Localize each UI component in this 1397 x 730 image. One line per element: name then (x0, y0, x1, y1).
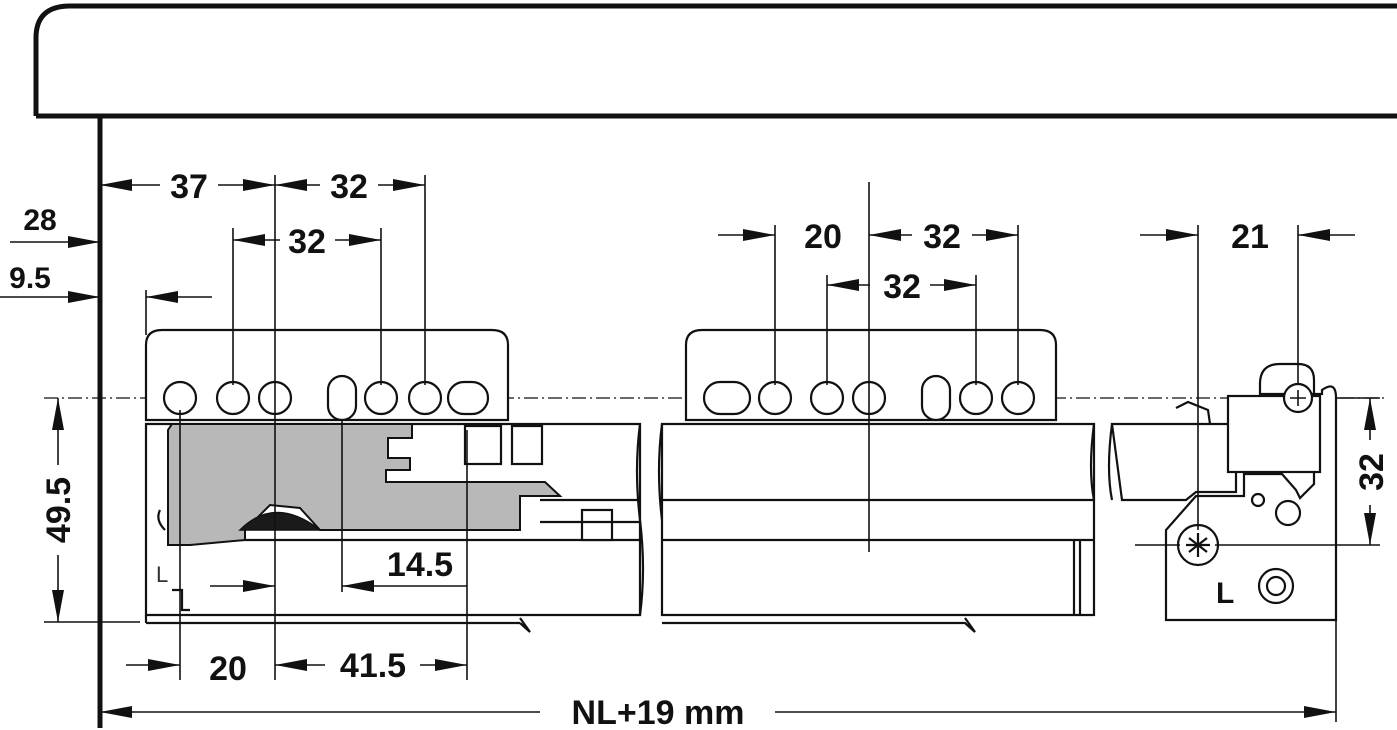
middle-hole (958, 380, 994, 416)
lock-clip (463, 424, 503, 466)
middle-hole (809, 380, 845, 416)
rear-small-hole (1250, 492, 1266, 508)
runner-lower-step (1072, 540, 1082, 615)
front-slot-hole (446, 380, 490, 416)
dimension-lines (52, 179, 1376, 718)
middle-hole (1000, 380, 1036, 416)
dim-41-5: 41.5 (340, 647, 406, 685)
rear-screw-cross (1186, 533, 1210, 557)
dim-overall-length: NL+19 mm (572, 694, 745, 730)
locking-device-grey (167, 423, 563, 546)
extension-lines (0, 175, 1380, 722)
dim-28: 28 (23, 204, 56, 237)
rear-side-letter: L (1216, 577, 1234, 610)
front-hole (215, 380, 251, 416)
dim-20-middle: 20 (804, 218, 842, 256)
rear-runner-end (1110, 422, 1238, 502)
front-side-letter: L (156, 562, 168, 587)
front-hook (157, 509, 190, 612)
break-line (1089, 423, 1096, 501)
dim-14-5: 14.5 (387, 546, 453, 584)
front-hole (162, 380, 198, 416)
front-hole (407, 380, 443, 416)
break-line (635, 423, 645, 616)
rear-hook-wire (1175, 400, 1212, 425)
locking-dark-wheel (238, 511, 323, 531)
dim-9-5: 9.5 (9, 262, 51, 295)
middle-runner-body (660, 422, 1096, 617)
front-plate-holes (162, 374, 490, 422)
lock-tab (580, 508, 614, 542)
rear-round-hole (1274, 499, 1302, 527)
dim-32-top-front: 32 (330, 168, 368, 206)
dim-37: 37 (170, 168, 208, 206)
front-hole (363, 380, 399, 416)
front-slot-hole (326, 374, 358, 422)
dim-32-inner-front: 32 (288, 223, 326, 261)
break-line (1107, 423, 1114, 501)
rear-bushing-inner (1265, 575, 1287, 597)
middle-slot-hole (920, 374, 952, 422)
runner-bottom-lip (662, 617, 976, 633)
lock-clip-2 (510, 424, 544, 466)
dim-49-5: 49.5 (40, 477, 78, 543)
dim-21: 21 (1231, 218, 1269, 256)
dim-32-inner-middle: 32 (883, 268, 921, 306)
cabinet-top-panel (33, 3, 1397, 119)
runner-bottom-lip (144, 615, 531, 633)
middle-slot-hole (702, 380, 752, 416)
dim-32-rear-vertical: 32 (1353, 453, 1391, 491)
runner-rail-line (540, 498, 640, 524)
middle-hole (757, 380, 793, 416)
dim-32-top-middle: 32 (923, 218, 961, 256)
rear-screw-top-cross (1290, 390, 1306, 406)
dim-20-bottom: 20 (209, 650, 247, 688)
